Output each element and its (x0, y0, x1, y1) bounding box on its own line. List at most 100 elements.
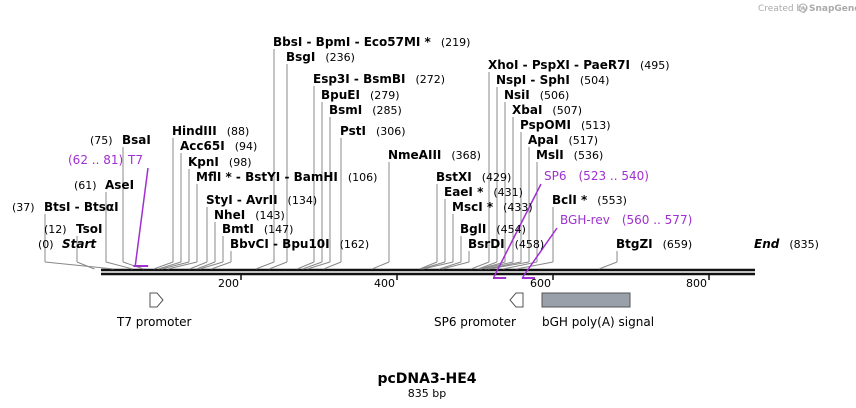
primer-sp6[interactable]: SP6 (523 .. 540) (492, 169, 649, 279)
site-name: BtsI - BtsαI (44, 200, 119, 214)
site-nsii[interactable]: NsiI (506) (504, 88, 569, 102)
site-name: XhoI - PspXI - PaeR7I (488, 58, 630, 72)
site-tsoi[interactable]: TsoI(12) (44, 222, 102, 236)
site-acc65i[interactable]: Acc65I(94) (180, 139, 257, 153)
site-bsmi[interactable]: BsmI (285) (329, 103, 402, 117)
site-guide-connector (161, 261, 190, 270)
site-name: End (754, 237, 780, 251)
site-end[interactable]: End (835) (754, 237, 819, 251)
site-nhei[interactable]: NheI(143) (214, 208, 285, 222)
site-psti[interactable]: PstI (306) (340, 124, 406, 138)
site-name: StyI - AvrII (206, 193, 278, 207)
map-length: 835 bp (408, 387, 446, 400)
site-guide-connector (371, 261, 390, 270)
site-guide-connector (419, 261, 438, 270)
credit-brand[interactable]: SnapGene (809, 4, 856, 14)
site-name: KpnI (188, 155, 219, 169)
credit-prefix: Created by (758, 4, 808, 14)
site-msli[interactable]: MslI(536) (536, 148, 603, 162)
site-bsai[interactable]: BsaI(75) (90, 133, 151, 147)
site-bcli[interactable]: BclI *(553) (552, 193, 627, 207)
site-guide-connector (153, 261, 174, 270)
site-kpni[interactable]: KpnI(98) (188, 155, 252, 169)
site-guide-connector (516, 261, 554, 270)
site-hindiii[interactable]: HindIII(88) (172, 124, 249, 138)
site-name: PstI (340, 124, 366, 138)
site-styi[interactable]: StyI - AvrII(134) (206, 193, 317, 207)
site-guide-connector (477, 261, 498, 270)
site-apai[interactable]: ApaI(517) (528, 133, 598, 147)
site-bsgi[interactable]: BsgI (236) (286, 50, 355, 64)
site-esp3i[interactable]: Esp3I - BsmBI(272) (313, 72, 445, 86)
site-guide-connector (296, 261, 315, 270)
site-guide-connector (199, 261, 224, 270)
feature-sp6-promoter[interactable]: SP6 promoter (434, 292, 524, 329)
site-name: NmeAIII (388, 148, 441, 162)
site-pspomi[interactable]: PspOMI(513) (520, 118, 611, 132)
site-position: (454) (496, 223, 526, 236)
site-name: AseI (105, 178, 134, 192)
primer-leader (493, 183, 542, 278)
site-position: (513) (581, 119, 611, 132)
primer-leader (522, 227, 558, 278)
site-nspi[interactable]: NspI - SphI (504) (496, 73, 609, 87)
site-msci[interactable]: MscI *(433) (452, 200, 533, 214)
primer-marks: T7(62 .. 81) SP6 (523 .. 540) BGH-rev(560 .… (68, 153, 692, 279)
site-guide-connector (438, 261, 462, 270)
site-guide-connector (158, 261, 182, 270)
site-position: (504) (580, 74, 610, 87)
site-position: (285) (372, 104, 402, 117)
site-bgli[interactable]: BglI(454) (460, 222, 526, 236)
site-bstxi[interactable]: BstXI(429) (436, 170, 511, 184)
site-xbai[interactable]: XbaI(507) (512, 103, 582, 117)
site-bsrdi[interactable]: BsrDI(458) (468, 237, 544, 251)
site-position: (506) (540, 89, 570, 102)
site-bbsi[interactable]: BbsI - BpmI - Eco57MI *(219) (273, 35, 470, 49)
site-name: BsgI (286, 50, 315, 64)
site-position: (106) (348, 171, 378, 184)
site-name: BsrDI (468, 237, 505, 251)
t7-promoter-label: T7 promoter (116, 315, 192, 329)
site-asei[interactable]: AseI(61) (74, 178, 134, 192)
site-guide-connector (485, 261, 522, 270)
site-eaei[interactable]: EaeI *(431) (444, 185, 523, 199)
site-position: (429) (482, 171, 512, 184)
site-start[interactable]: Start(0) (38, 237, 97, 251)
site-position: (279) (370, 89, 400, 102)
primer-name: SP6 (544, 169, 567, 183)
site-guide-connector (44, 261, 114, 270)
site-btsi[interactable]: BtsI - BtsαI(37) (12, 200, 119, 214)
site-xhoi[interactable]: XhoI - PspXI - PaeR7I(495) (488, 58, 670, 72)
site-btgzi[interactable]: BtgZI(659) (616, 237, 692, 251)
site-guide-connector (268, 261, 288, 270)
primer-t7[interactable]: T7(62 .. 81) (68, 153, 149, 267)
site-bbvci[interactable]: BbvCI - Bpu10I(162) (230, 237, 369, 251)
site-guide-connector (302, 261, 323, 270)
site-guide-connector (502, 261, 538, 270)
primer-range: (62 .. 81) (68, 153, 123, 167)
feature-bgh-polya-signal[interactable]: bGH poly(A) signal (541, 292, 654, 329)
site-name: MscI * (452, 200, 494, 214)
site-name: NspI - SphI (496, 73, 570, 87)
site-mfli[interactable]: MflI * - BstYI - BamHI(106) (196, 170, 377, 184)
site-position: (272) (415, 73, 445, 86)
site-position: (236) (325, 51, 355, 64)
credit: Created by SnapGene (758, 3, 856, 14)
site-position: (306) (376, 125, 406, 138)
site-bmti[interactable]: BmtI(147) (222, 222, 293, 236)
site-name: EaeI * (444, 185, 484, 199)
primer-bgh-rev[interactable]: BGH-rev(560 .. 577) (521, 213, 692, 279)
scale-tick-label: 400 (374, 277, 395, 290)
site-position: (835) (789, 238, 819, 251)
feature-t7-promoter[interactable]: T7 promoter (116, 292, 192, 329)
site-name: ApaI (528, 133, 558, 147)
site-name: BsmI (329, 103, 362, 117)
primer-range: (523 .. 540) (579, 169, 649, 183)
site-guide-connector (470, 261, 490, 270)
site-bpuei[interactable]: BpuEI(279) (321, 88, 400, 102)
site-position: (12) (44, 223, 67, 236)
site-nmeaiii[interactable]: NmeAIII(368) (388, 148, 481, 162)
sequence-backbone (101, 268, 755, 276)
site-name: HindIII (172, 124, 217, 138)
site-name: NsiI (504, 88, 530, 102)
